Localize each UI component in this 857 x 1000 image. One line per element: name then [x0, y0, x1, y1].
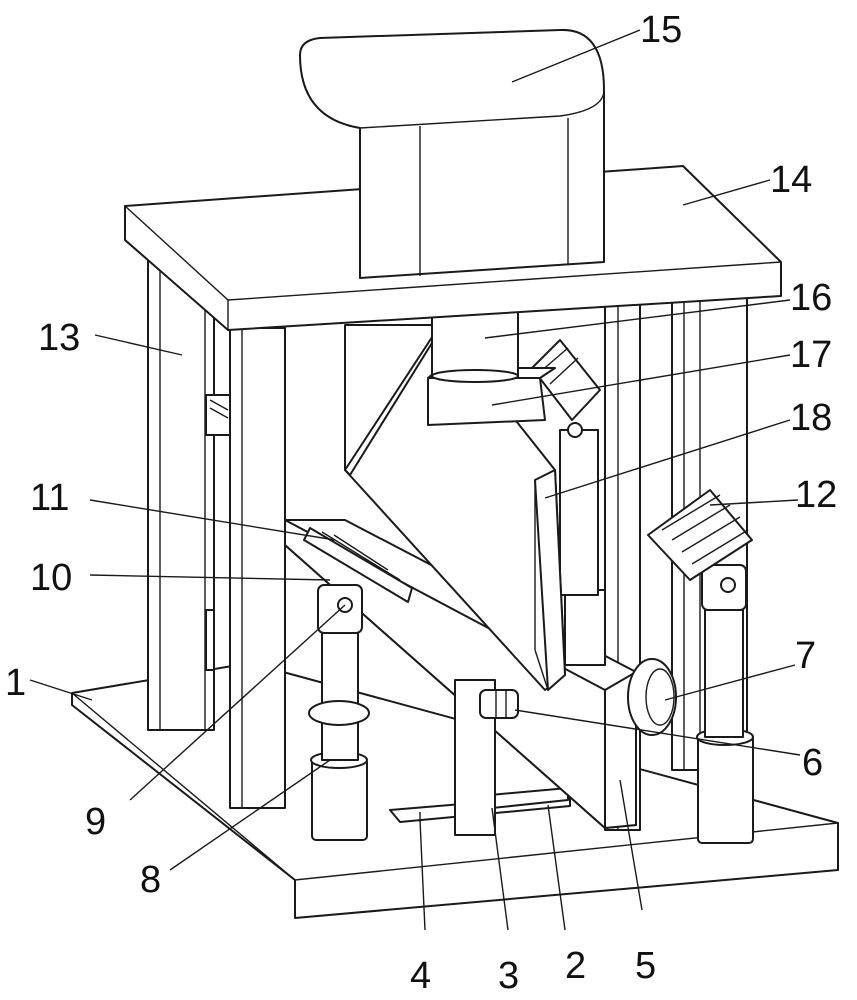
side-wheel — [627, 658, 677, 736]
rear-cylinder-assembly — [531, 339, 606, 666]
label-17: 17 — [790, 334, 832, 376]
label-6: 6 — [802, 742, 823, 784]
left-cylinder-assembly — [303, 527, 413, 841]
label-15: 15 — [640, 9, 682, 51]
label-16: 16 — [790, 277, 832, 319]
label-4: 4 — [410, 955, 431, 997]
reference-labels: 1 2 3 4 5 6 7 8 9 10 11 12 13 14 15 16 1… — [5, 9, 837, 997]
left-rear-post — [147, 254, 231, 731]
label-1: 1 — [5, 662, 26, 704]
label-9: 9 — [85, 801, 106, 843]
label-2: 2 — [565, 945, 586, 987]
label-18: 18 — [790, 397, 832, 439]
label-14: 14 — [770, 159, 812, 201]
left-front-post — [229, 327, 286, 809]
motor-housing — [299, 28, 605, 279]
inclined-block — [284, 519, 637, 836]
label-11: 11 — [30, 477, 69, 519]
label-12: 12 — [795, 474, 837, 516]
label-3: 3 — [498, 955, 519, 997]
leader-lines — [29, 29, 801, 931]
adjuster-knob — [479, 689, 519, 719]
label-10: 10 — [30, 557, 72, 599]
right-cylinder-assembly — [647, 489, 754, 844]
label-8: 8 — [140, 859, 161, 901]
label-5: 5 — [635, 945, 656, 987]
label-7: 7 — [795, 635, 816, 677]
label-13: 13 — [38, 317, 80, 359]
drive-shaft — [431, 307, 519, 383]
